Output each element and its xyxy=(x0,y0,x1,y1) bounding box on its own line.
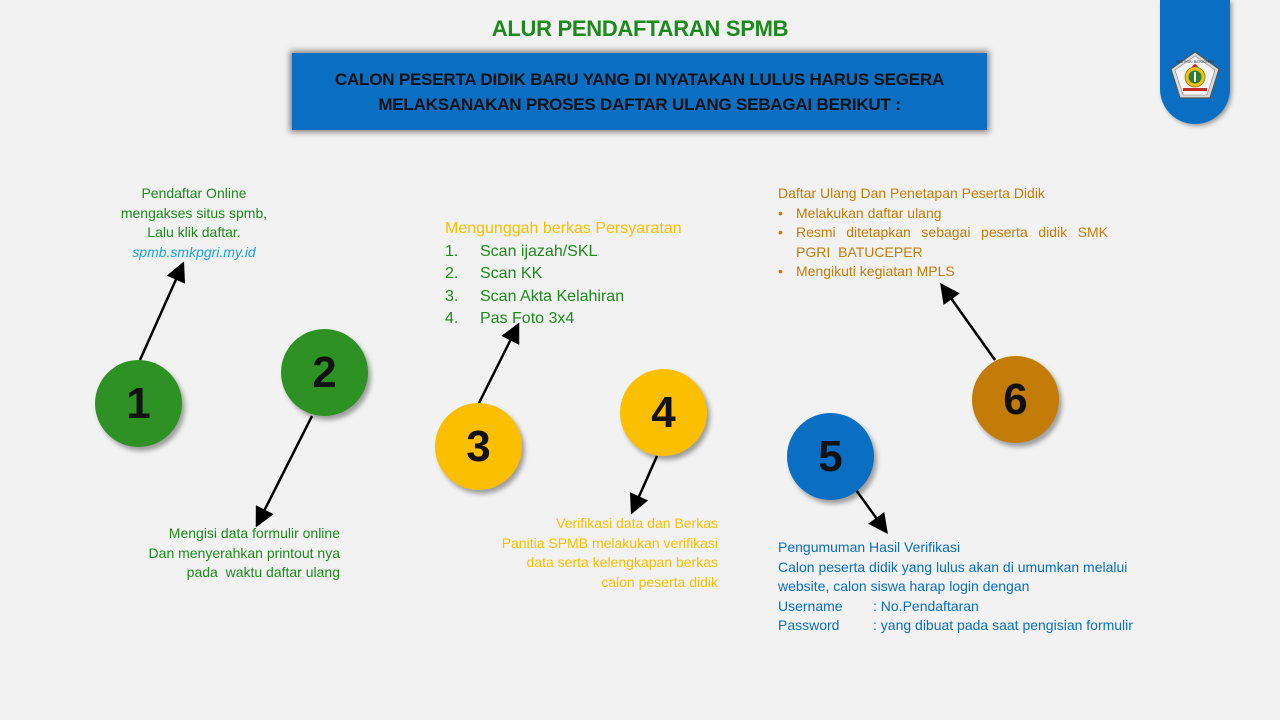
credential-key: Password xyxy=(778,617,840,633)
step-2-line: Mengisi data formulir online xyxy=(168,525,340,541)
arrow-step-6 xyxy=(940,282,997,361)
step-2-circle: 2 xyxy=(281,329,368,416)
bullet-icon: • xyxy=(778,224,783,240)
banner-line-1: CALON PESERTA DIDIK BARU YANG DI NYATAKA… xyxy=(334,69,945,89)
item-text: Scan ijazah/SKL xyxy=(480,242,598,260)
item-text: Scan KK xyxy=(480,265,543,282)
instruction-banner: CALON PESERTA DIDIK BARU YANG DI NYATAKA… xyxy=(292,53,987,130)
credential-key: Username xyxy=(778,597,843,614)
step-5-line: website, calon siswa harap login dengan xyxy=(778,578,1030,594)
registration-site-link[interactable]: spmb.smkpgri.my.id xyxy=(132,243,256,260)
step-5-text: Pengumuman Hasil Verifikasi Calon pesert… xyxy=(778,538,1158,636)
list-item: • Resmi ditetapkan sebagai peserta didik … xyxy=(778,223,1108,262)
svg-text:SMK PGRI BATUCEPER: SMK PGRI BATUCEPER xyxy=(1176,60,1215,64)
step-3-circle: 3 xyxy=(435,403,522,490)
credential-value: : yang dibuat pada saat pengisian formul… xyxy=(873,617,1133,633)
step-6-circle: 6 xyxy=(972,356,1059,443)
step-2-text: Mengisi data formulir online Dan menyera… xyxy=(130,524,340,583)
requirement-item: 2. Scan KK xyxy=(445,263,725,286)
step-5-heading: Pengumuman Hasil Verifikasi xyxy=(778,539,961,555)
step-4-text: Verifikasi data dan Berkas Panitia SPMB … xyxy=(470,514,718,592)
item-number: 3. xyxy=(445,287,459,305)
requirement-item: 3. Scan Akta Kelahiran xyxy=(445,286,725,309)
credential-row: Password : yang dibuat pada saat pengisia… xyxy=(778,616,1158,636)
list-item: • Melakukan daftar ulang xyxy=(778,204,1108,224)
arrow-step-2 xyxy=(255,415,314,528)
school-emblem-icon: SMK PGRI BATUCEPER xyxy=(1170,51,1220,99)
list-item: • Mengikuti kegiatan MPLS xyxy=(778,262,1108,282)
requirement-item: 4. Pas Foto 3x4 xyxy=(445,308,725,331)
item-number: 4. xyxy=(445,310,459,327)
step-1-text: Pendaftar Online mengakses situs spmb, L… xyxy=(100,184,288,262)
step-4-line: data serta kelengkapan berkas xyxy=(526,554,718,570)
step-6-list: • Melakukan daftar ulang • Resmi ditetapka… xyxy=(778,204,1108,282)
step-5-circle: 5 xyxy=(787,413,874,500)
credential-row: Username : No.Pendaftaran xyxy=(778,597,1158,617)
step-4-line: Panitia SPMB melakukan verifikasi xyxy=(501,534,718,551)
step-4-circle: 4 xyxy=(620,369,707,456)
arrow-step-1 xyxy=(138,261,186,361)
banner-line-2: MELAKSANAKAN PROSES DAFTAR ULANG SEBAGAI… xyxy=(378,94,901,114)
step-2-line: pada waktu daftar ulang xyxy=(186,564,340,580)
step-1-line: mengakses situs spmb, xyxy=(120,204,268,221)
list-item-text: Melakukan daftar ulang xyxy=(796,204,942,221)
step-3-text: Mengunggah berkas Persyaratan 1. Scan ija… xyxy=(445,218,725,331)
step-1-line: Lalu klik daftar. xyxy=(147,224,241,240)
step-5-line: Calon peserta didik yang lulus akan di u… xyxy=(778,558,1128,575)
arrow-step-4 xyxy=(629,455,659,515)
step-1-circle: 1 xyxy=(95,360,182,447)
requirement-item: 1. Scan ijazah/SKL xyxy=(445,241,725,264)
list-item-text: Resmi ditetapkan sebagai peserta didik S… xyxy=(796,224,1108,260)
arrow-step-5 xyxy=(854,489,888,535)
item-number: 2. xyxy=(445,265,459,282)
logo-tab: SMK PGRI BATUCEPER xyxy=(1160,0,1230,124)
arrow-step-3 xyxy=(477,322,520,404)
bullet-icon: • xyxy=(778,263,783,279)
step-6-text: Daftar Ulang Dan Penetapan Peserta Didik… xyxy=(778,184,1108,282)
item-text: Scan Akta Kelahiran xyxy=(480,287,625,305)
step-6-heading: Daftar Ulang Dan Penetapan Peserta Didik xyxy=(778,185,1045,201)
step-3-heading: Mengunggah berkas Persyaratan xyxy=(445,220,682,237)
step-1-line: Pendaftar Online xyxy=(141,185,247,201)
item-text: Pas Foto 3x4 xyxy=(480,310,575,327)
page-title: ALUR PENDAFTARAN SPMB xyxy=(491,16,789,41)
step-4-line: Verifikasi data dan Berkas xyxy=(556,515,718,531)
credential-value: : No.Pendaftaran xyxy=(873,597,979,614)
step-4-line: calon peserta didik xyxy=(601,573,718,590)
step-2-line: Dan menyerahkan printout nya xyxy=(148,544,340,561)
list-item-text: Mengikuti kegiatan MPLS xyxy=(796,263,955,279)
item-number: 1. xyxy=(445,242,459,260)
bullet-icon: • xyxy=(778,204,783,221)
